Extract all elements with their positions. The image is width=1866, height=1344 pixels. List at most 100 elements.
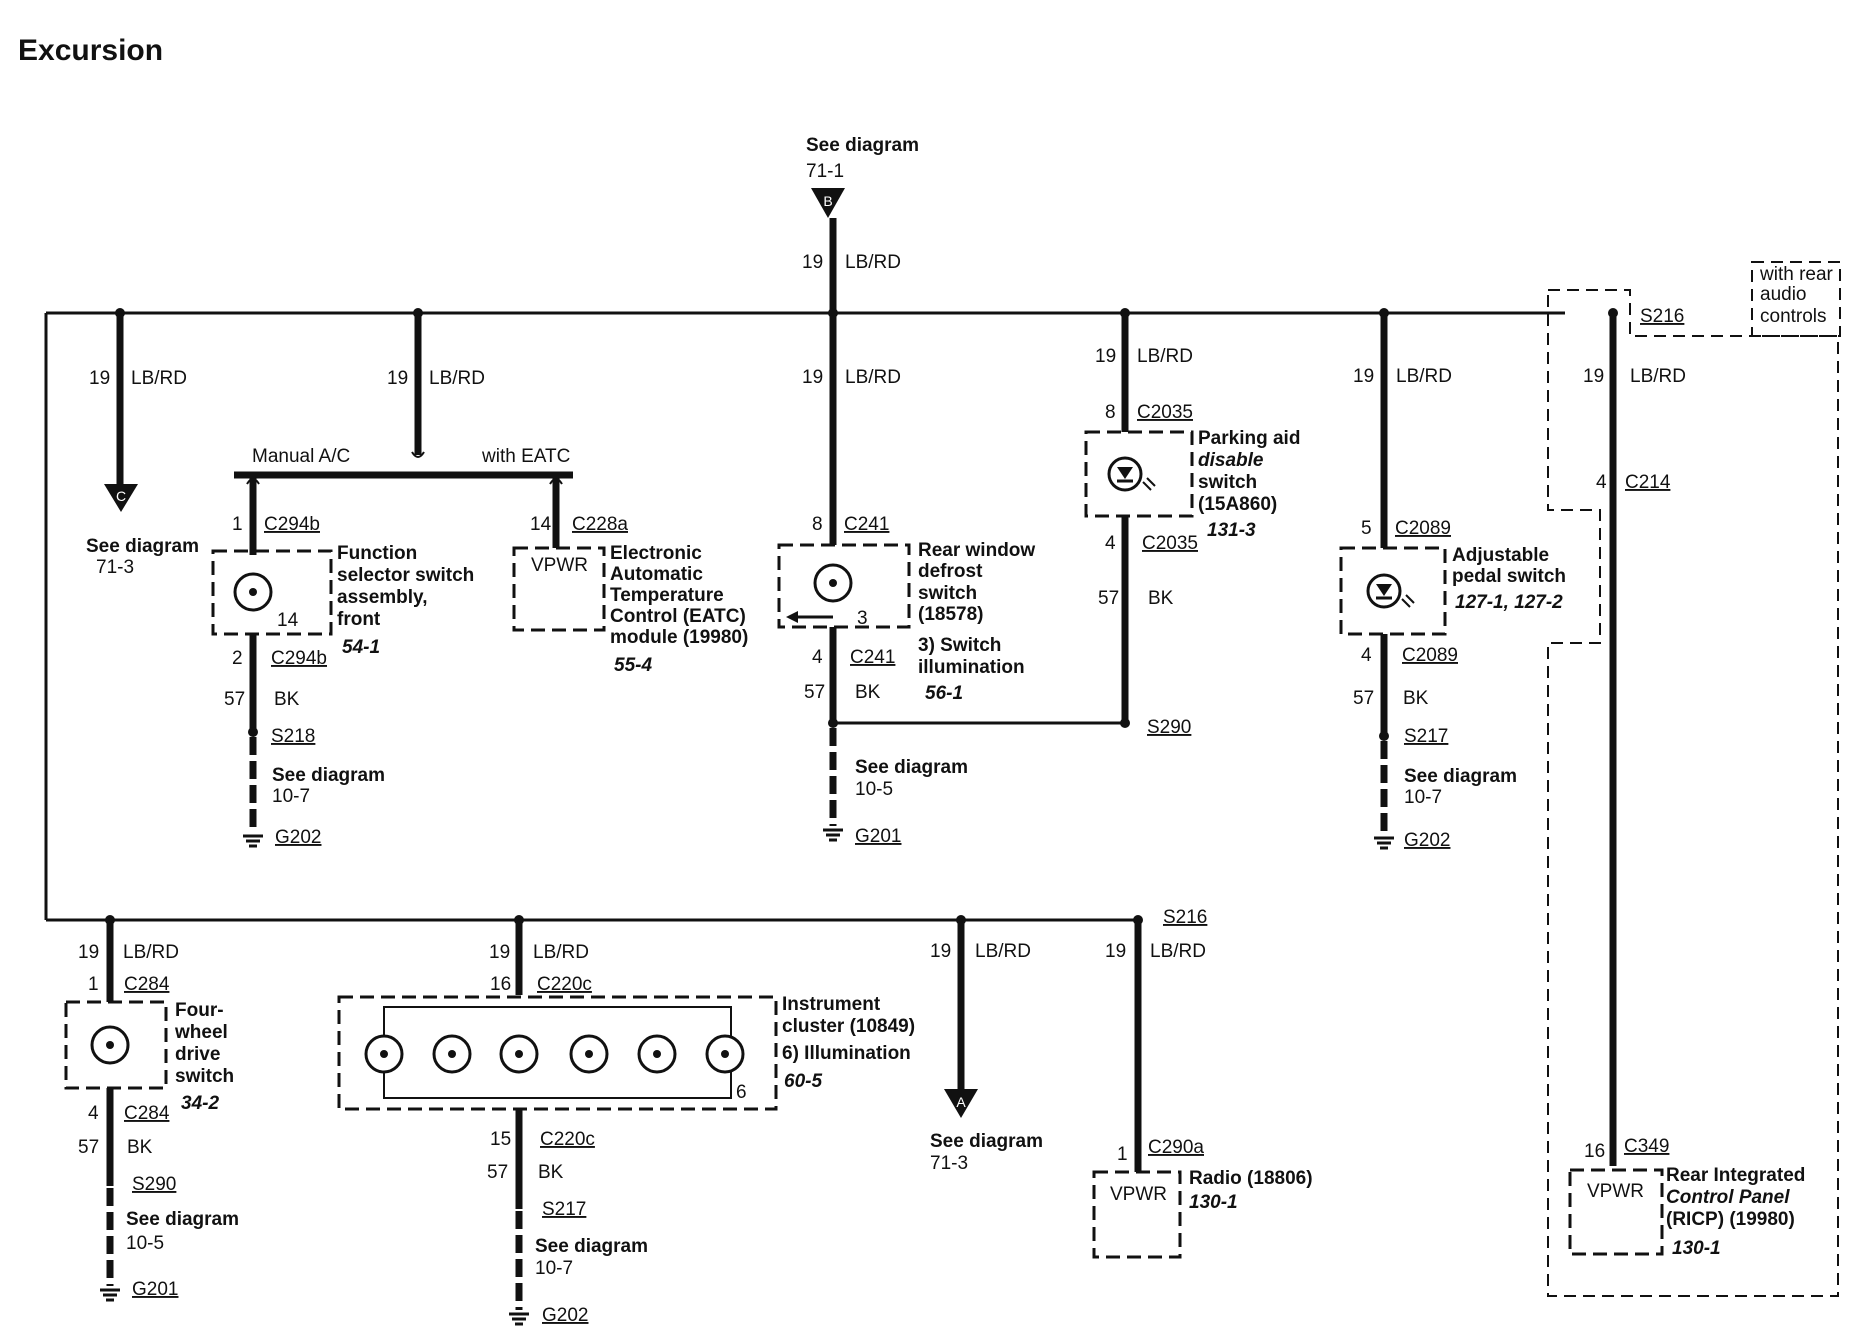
- parking-aid-switch: 19 LB/RD 8 C2035 Parking aid disable swi…: [1084, 313, 1300, 738]
- pin-out: 4: [812, 647, 823, 668]
- pin-out: 2: [232, 648, 243, 669]
- pin-in: 5: [1361, 518, 1372, 539]
- component-box: [1092, 1170, 1182, 1259]
- adjustable-pedal-switch: 19 LB/RD 5 C2089 Adjustable pedal switch…: [1339, 313, 1566, 851]
- pin-in: 1: [1117, 1144, 1128, 1165]
- connector-in: C2089: [1395, 518, 1451, 539]
- component-box: [1568, 1168, 1664, 1256]
- ground-gauge: 57: [1353, 688, 1374, 709]
- lamp-filament-icon: [653, 1050, 661, 1058]
- pin-mid: 3: [857, 608, 868, 629]
- connector-out: C294b: [271, 648, 327, 669]
- component-name-line: Automatic: [610, 564, 703, 585]
- connector-b-marker-icon: [811, 188, 845, 218]
- branch-dest-label: See diagram: [86, 536, 199, 557]
- connector-c-letter: C: [116, 488, 126, 504]
- radio: 19 LB/RD 1 C290a VPWR Radio (18806) 130-…: [1092, 920, 1313, 1259]
- four-wheel-drive-switch: 19 LB/RD 1 C284 Four- wheel drive switch…: [64, 920, 239, 1302]
- option-break: [246, 478, 260, 485]
- component-box-label: VPWR: [531, 555, 588, 576]
- arrow-left-icon: [786, 611, 798, 623]
- ground-gauge: 57: [224, 689, 245, 710]
- branch-gauge: 19: [930, 941, 951, 962]
- component-name-line: Function: [337, 543, 417, 564]
- pin-mid: 6: [736, 1082, 747, 1103]
- lamp-filament-icon: [585, 1050, 593, 1058]
- led-icon: [1107, 456, 1156, 492]
- component-ref: 130-1: [1672, 1238, 1721, 1259]
- component-name-line: Temperature: [610, 585, 724, 606]
- component-box-label: VPWR: [1110, 1184, 1167, 1205]
- component-name-line: Rear Integrated: [1666, 1165, 1805, 1186]
- component-ref: 54-1: [342, 637, 380, 658]
- connector-a-marker-icon: [944, 1089, 978, 1118]
- pin-out: 4: [1361, 645, 1372, 666]
- ground-color: BK: [538, 1162, 564, 1183]
- branch-color: LB/RD: [1137, 346, 1193, 367]
- branch-color: LB/RD: [123, 942, 179, 963]
- component-name-line: 6) Illumination: [782, 1043, 911, 1064]
- branch-dest-label: See diagram: [930, 1131, 1043, 1152]
- lamp-filament-icon: [380, 1050, 388, 1058]
- splice-dot: [1379, 731, 1389, 741]
- connector-a-letter: A: [956, 1094, 966, 1110]
- branch-gauge: 19: [802, 367, 823, 388]
- connector-out: C2035: [1142, 533, 1198, 554]
- see-label: See diagram: [1404, 766, 1517, 787]
- pin-mid: 14: [277, 610, 299, 631]
- option-box: [1751, 261, 1841, 337]
- ground-id: G202: [275, 827, 321, 848]
- see-label: See diagram: [272, 765, 385, 786]
- see-ref: 10-7: [535, 1258, 573, 1279]
- ground-color: BK: [855, 682, 881, 703]
- splice-dot: [1120, 718, 1130, 728]
- component-box: [1084, 430, 1194, 518]
- component-name-line: switch: [1198, 472, 1257, 493]
- splice-id: S216: [1640, 306, 1684, 327]
- component-ref: 34-2: [181, 1093, 219, 1114]
- page-title: Excursion: [18, 34, 163, 67]
- component-note-line: illumination: [918, 657, 1025, 678]
- component-ref: 60-5: [784, 1071, 822, 1092]
- ground-icon: [243, 834, 263, 848]
- ground-icon: [1374, 836, 1394, 850]
- component-box: [64, 1000, 168, 1090]
- branch-gauge: 19: [78, 942, 99, 963]
- eatc-module: 14 C228a VPWR Electronic Automatic Tempe…: [512, 475, 748, 676]
- lower-bus: S216: [46, 907, 1207, 928]
- function-selector-switch: 1 C294b 14 Function selector switch asse…: [211, 475, 474, 848]
- see-ref: 10-7: [272, 786, 310, 807]
- ground-color: BK: [127, 1137, 153, 1158]
- connector-in: C294b: [264, 514, 320, 535]
- branch-color: LB/RD: [1150, 941, 1206, 962]
- branch-color: LB/RD: [533, 942, 589, 963]
- branch-dest-ref: 71-3: [930, 1153, 968, 1174]
- component-name-line: disable: [1198, 450, 1264, 471]
- component-ref: 55-4: [614, 655, 652, 676]
- splice-id: S217: [1404, 726, 1448, 747]
- component-name-line: (15A860): [1198, 494, 1277, 515]
- ground-color: BK: [1403, 688, 1429, 709]
- component-name-line: cluster (10849): [782, 1016, 915, 1037]
- main-feed-gauge: 19: [802, 252, 823, 273]
- lamp-filament-icon: [448, 1050, 456, 1058]
- component-name-line: Control Panel: [1666, 1187, 1790, 1208]
- connector-in: C290a: [1148, 1137, 1204, 1158]
- connector-c-marker-icon: [104, 484, 138, 512]
- top-source-label: See diagram: [806, 135, 919, 156]
- component-name: Radio (18806): [1189, 1168, 1313, 1189]
- component-name-line: Rear window: [918, 540, 1035, 561]
- component-name-line: (RICP) (19980): [1666, 1209, 1795, 1230]
- splice-id: S290: [1147, 717, 1191, 738]
- ground-id: G201: [132, 1279, 178, 1300]
- connector-out: C284: [124, 1103, 170, 1124]
- component-note-line: 3) Switch: [918, 635, 1001, 656]
- branch-climate: 19 LB/RD Manual A/C with EATC: [234, 313, 573, 479]
- ricp-branch: with rear audio controls S216 19 LB/RD 4…: [1547, 261, 1841, 1297]
- lamp-filament-icon: [721, 1050, 729, 1058]
- see-label: See diagram: [535, 1236, 648, 1257]
- ground-icon: [100, 1288, 120, 1302]
- branch-gauge: 19: [1583, 366, 1604, 387]
- top-source: See diagram 71-1 B 19 LB/RD: [802, 135, 919, 313]
- led-icon: [1366, 573, 1415, 609]
